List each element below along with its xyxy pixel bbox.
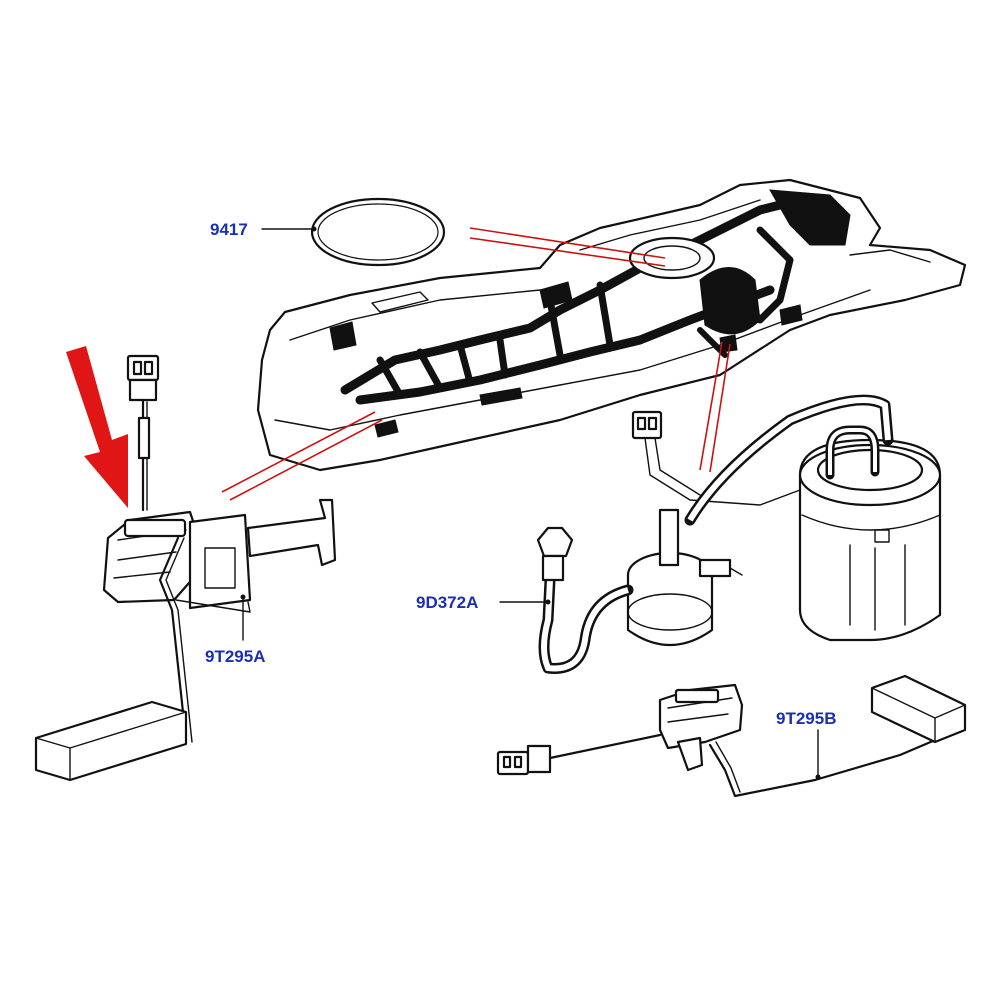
callout-sender-b-label: 9T295B — [776, 709, 836, 728]
fuel-level-sender-b — [496, 674, 967, 798]
seal-ring — [310, 197, 446, 267]
callout-sender-a-label: 9T295A — [205, 647, 265, 666]
callout-sender-b: 9T295B — [776, 709, 836, 780]
callout-seal-label: 9417 — [210, 220, 248, 239]
red-arrow-icon — [66, 346, 128, 508]
fuel-pump-assembly — [536, 394, 942, 674]
callout-sender-a: 9T295A — [205, 594, 265, 666]
callout-seal: 9417 — [210, 220, 317, 239]
callout-pump-label: 9D372A — [416, 593, 478, 612]
red-leader-lines — [221, 227, 731, 501]
fuel-level-sender-a — [34, 354, 337, 782]
callout-pump: 9D372A — [416, 593, 551, 612]
fuel-tank — [256, 178, 967, 472]
